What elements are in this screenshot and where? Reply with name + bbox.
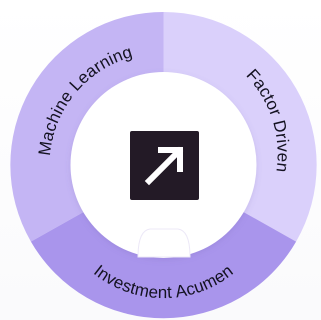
arrow-up-right-glyph bbox=[144, 146, 184, 186]
inner-notch-shape bbox=[137, 228, 191, 258]
segment-investment-acumen bbox=[30, 204, 297, 319]
arrow-up-right-icon bbox=[130, 131, 199, 200]
